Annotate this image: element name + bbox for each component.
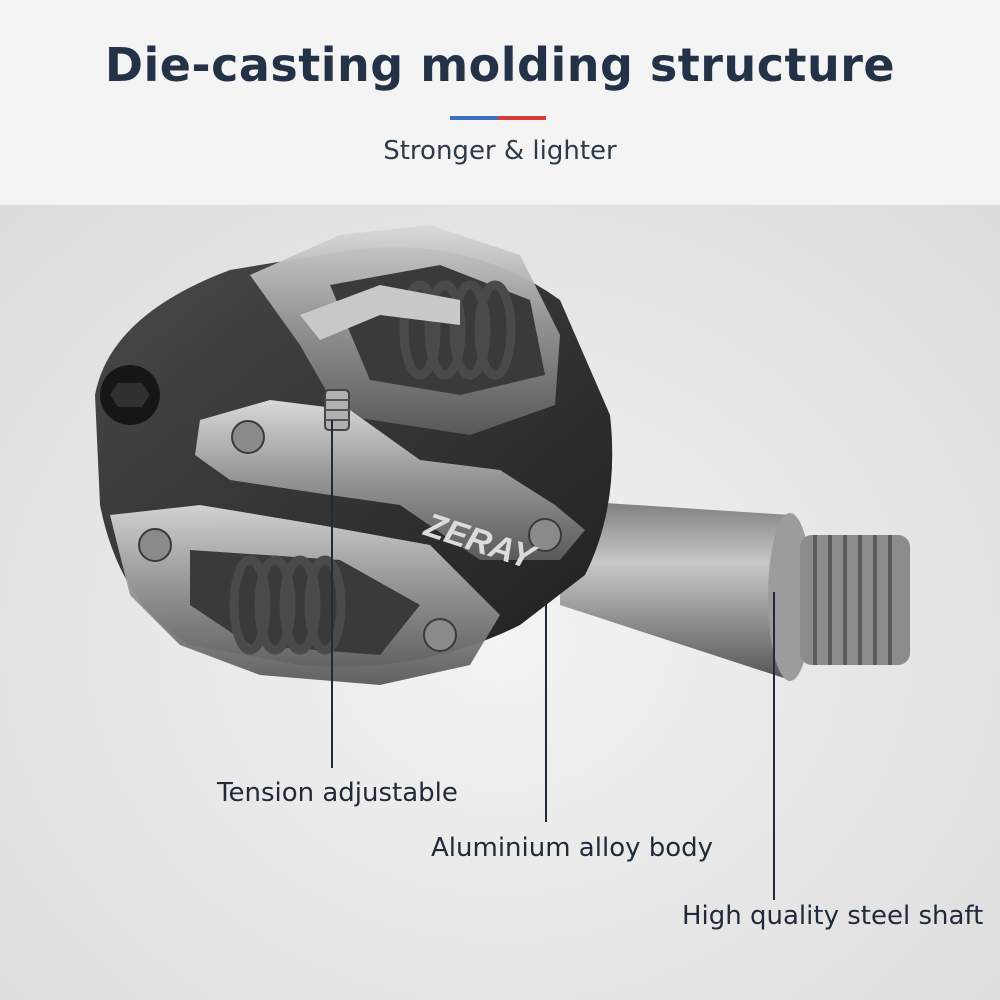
page-subtitle: Stronger & lighter [383, 136, 617, 166]
callout-line-tension [331, 420, 333, 768]
bottom-spring [229, 555, 346, 655]
top-spring [399, 280, 516, 380]
bottom-cleat-mechanism [110, 505, 500, 685]
shaft-thread [800, 535, 910, 665]
callout-line-shaft [773, 592, 775, 900]
title-underline [450, 116, 546, 120]
pedal-image: ZERAY [95, 225, 910, 685]
callout-label-tension: Tension adjustable [217, 778, 458, 808]
callout-line-body [545, 600, 547, 822]
header-band [0, 0, 1000, 205]
page-title: Die-casting molding structure [104, 38, 896, 92]
tension-screw [324, 389, 350, 431]
callout-label-body: Aluminium alloy body [431, 833, 714, 863]
center-plate [195, 400, 585, 560]
callout-label-shaft: High quality steel shaft [682, 901, 984, 931]
underline-blue [450, 116, 498, 120]
underline-red [498, 116, 546, 120]
steel-shaft [560, 500, 910, 681]
top-cleat-mechanism [250, 225, 560, 435]
